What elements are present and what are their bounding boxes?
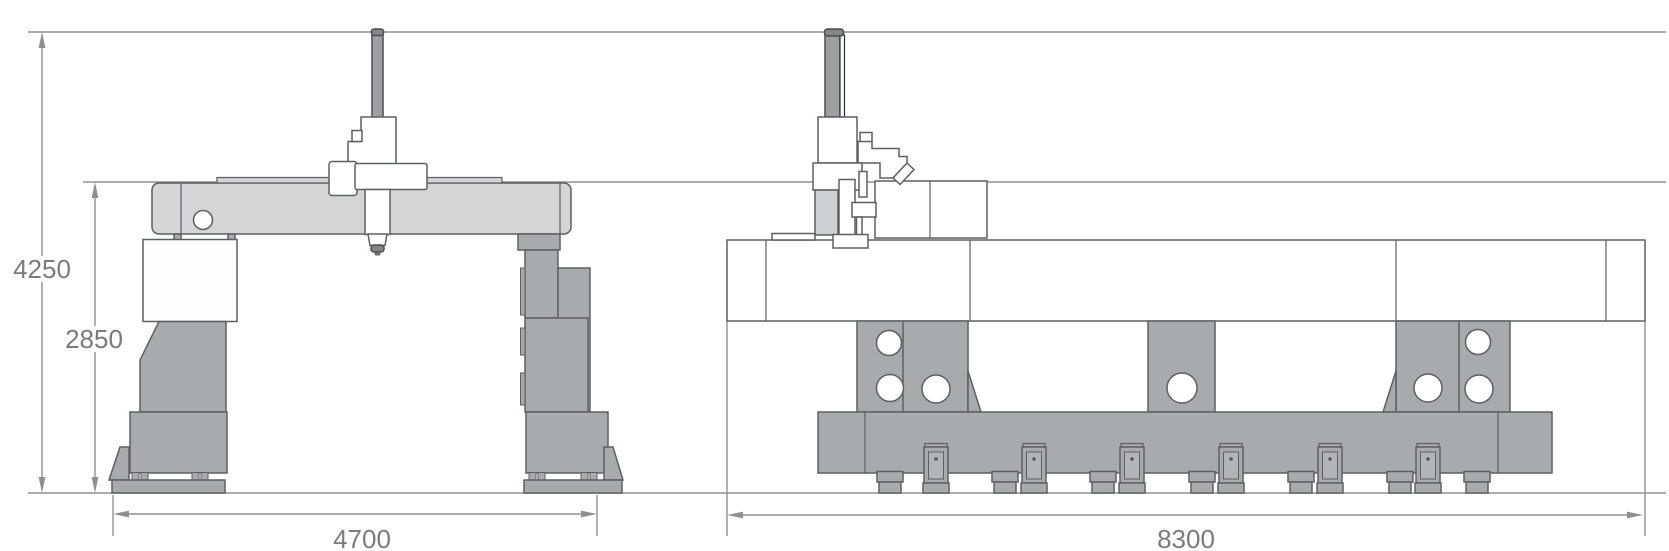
- head-bracket: [857, 140, 908, 179]
- support-pad: [1386, 470, 1414, 494]
- spindle-tip-nub: [374, 252, 381, 256]
- pedestal-hole: [875, 373, 905, 403]
- left-column-body: [139, 320, 227, 413]
- pedestal-hole: [921, 374, 951, 404]
- right-anchor-wedge: [603, 446, 625, 481]
- side-beam-joints: [765, 240, 1607, 321]
- dimension-label-overall-height: 4250: [9, 256, 75, 282]
- left-column-foot-block: [129, 411, 228, 474]
- pedestal-hole: [1413, 373, 1443, 403]
- beam-slider: [832, 233, 869, 249]
- carriage-rod: [855, 216, 863, 236]
- spindle-body: [364, 188, 391, 236]
- right-column: [517, 233, 625, 494]
- pedestal-hole: [1464, 328, 1492, 356]
- leveling-jack: [1020, 442, 1048, 494]
- support-pads: [876, 470, 1491, 494]
- leveling-jack: [1118, 442, 1146, 494]
- support-pad: [1463, 470, 1491, 494]
- spindle-tip: [370, 244, 385, 253]
- carriage-post: [814, 189, 839, 236]
- head-tab: [351, 129, 363, 143]
- crossbeam-hole: [192, 209, 214, 231]
- leveling-jack: [1316, 442, 1344, 494]
- left-column: [107, 233, 238, 494]
- left-anchor-wedge: [107, 446, 130, 481]
- right-column-body: [524, 317, 589, 413]
- side-head-assembly: [812, 28, 988, 249]
- leveling-jacks: [922, 442, 1442, 494]
- left-base-plate: [111, 479, 226, 494]
- carriage-inner-bar: [858, 170, 868, 198]
- right-base-plate: [523, 479, 623, 494]
- pedestal-middle: [1147, 320, 1216, 413]
- support-pad: [991, 470, 1019, 494]
- z-ram-front: [371, 33, 384, 119]
- pedestal-hole: [1166, 372, 1198, 404]
- y-saddle: [328, 160, 358, 197]
- support-pad: [1188, 470, 1216, 494]
- leveling-jack: [1217, 442, 1245, 494]
- leveling-jack: [1414, 442, 1442, 494]
- head-strut: [891, 161, 916, 186]
- pedestal-right: [1381, 320, 1511, 413]
- carriage-cross-bar: [851, 201, 877, 218]
- leveling-jack: [922, 442, 950, 494]
- dimension-label-front-width: 4700: [329, 526, 395, 551]
- gantry-crossbeam: [151, 182, 572, 235]
- head-bracket-front: [354, 162, 428, 191]
- side-beam-top-rail: [771, 232, 816, 241]
- pedestal-hole: [875, 329, 903, 357]
- dimension-label-gantry-height: 2850: [61, 326, 127, 352]
- front-head-assembly: [328, 28, 428, 256]
- spindle-nose: [367, 233, 388, 247]
- dim-line-front-width: [112, 495, 598, 536]
- x-carriage-body: [874, 180, 988, 239]
- pedestal-left: [856, 320, 983, 413]
- dimension-label-side-length: 8300: [1153, 526, 1219, 551]
- z-ram-side: [824, 34, 841, 118]
- z-ram-edge: [839, 34, 846, 118]
- head-block-side: [817, 116, 858, 164]
- z-ram-cap: [823, 28, 845, 37]
- front-view-gantry: [107, 28, 625, 494]
- support-pad: [1287, 470, 1315, 494]
- dim-line-side-length: [726, 321, 1646, 536]
- right-column-foot-block: [525, 411, 609, 474]
- side-beam: [726, 239, 1646, 322]
- side-view-machine: [726, 28, 1646, 494]
- z-ram-cap: [370, 28, 385, 37]
- left-column-top-box: [142, 238, 238, 323]
- head-tab: [859, 131, 873, 143]
- dimension-lines: [38, 32, 1646, 536]
- pedestal-hole: [1464, 374, 1494, 404]
- support-pad: [1089, 470, 1117, 494]
- support-pad: [876, 470, 904, 494]
